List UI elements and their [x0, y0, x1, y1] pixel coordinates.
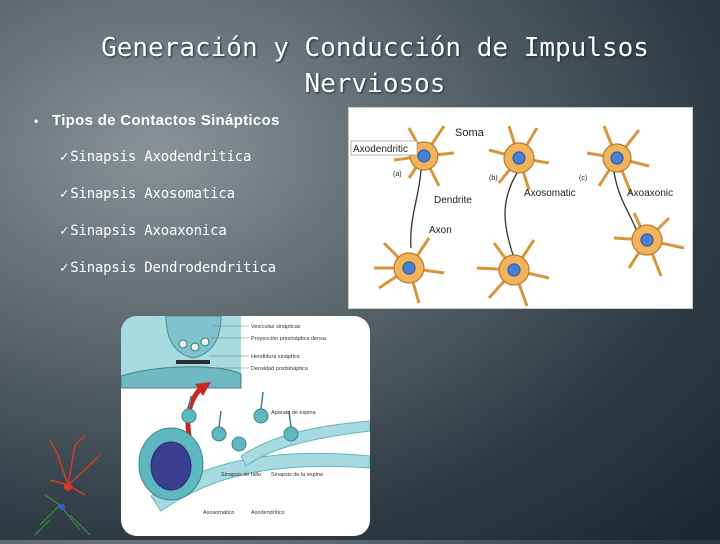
label-b: (b)	[489, 175, 498, 182]
label-axoaxonic: Axoaxonic	[627, 188, 673, 199]
neuron-diagram: Axodendritic Soma (a) (b) (c) Dendrite A…	[348, 107, 693, 309]
legend-vesiculas: Vesículas sinápticas	[251, 324, 301, 330]
synapse-diagram: Vesículas sinápticas Proyección presináp…	[121, 316, 370, 536]
label-axodendritic: Axodendritic	[353, 144, 408, 155]
list-item: ✓Sinapsis Axosomatica	[60, 184, 276, 221]
label-c: (c)	[579, 175, 587, 182]
list-item-text: Sinapsis Dendrodendritica	[70, 260, 276, 276]
label-axosomatic: Axosomatic	[524, 188, 576, 199]
label-espina: Sinapsis de la espina	[271, 472, 324, 478]
nucleus-icon	[150, 441, 192, 491]
checkmark-icon: ✓	[60, 260, 69, 276]
legend-densidad: Densidad postsináptica	[251, 366, 309, 372]
slide-title: Generación y Conducción de Impulsos Nerv…	[101, 33, 649, 99]
list-item-text: Sinapsis Axoaxonica	[70, 223, 227, 239]
list-item: ✓Sinapsis Dendrodendritica	[60, 258, 276, 295]
neuron-bottom-middle	[476, 239, 550, 307]
label-aparato: Aparato de espina	[271, 410, 317, 416]
bullet-heading: • Tipos de Contactos Sinápticos	[34, 112, 280, 129]
label-tallo: Sinapsis de tallo	[221, 472, 261, 478]
checkmark-icon: ✓	[60, 149, 69, 165]
neuron-sparkle-icon	[34, 434, 101, 536]
list-item: ✓Sinapsis Axodendritica	[60, 147, 276, 184]
neuron-top-right	[586, 125, 650, 194]
neuron-bottom-left	[374, 237, 445, 304]
label-axon: Axon	[429, 225, 452, 236]
label-axosomatico: Axosomático	[203, 510, 235, 516]
bullet-dot-icon: •	[34, 114, 39, 128]
list-item-text: Sinapsis Axodendritica	[70, 149, 252, 165]
legend-hendidura: Hendidura sináptica	[251, 354, 301, 360]
checkmark-icon: ✓	[60, 186, 69, 202]
list-item-text: Sinapsis Axosomatica	[70, 186, 235, 202]
bullet-heading-text: Tipos de Contactos Sinápticos	[52, 112, 280, 129]
synapse-diagram-svg: Vesículas sinápticas Proyección presináp…	[121, 316, 370, 516]
list-item: ✓Sinapsis Axoaxonica	[60, 221, 276, 258]
neuron-top-middle	[488, 125, 550, 191]
neuron-sparkle-decoration	[30, 425, 110, 540]
label-soma: Soma	[455, 127, 485, 139]
label-axodendritico: Axodendrítico	[251, 510, 285, 516]
neuron-bottom-right	[613, 212, 685, 277]
synapse-types-list: ✓Sinapsis Axodendritica ✓Sinapsis Axosom…	[60, 147, 276, 295]
neuron-top-left	[393, 125, 455, 187]
label-a: (a)	[393, 171, 402, 178]
legend-proyeccion: Proyección presináptica densa	[251, 336, 327, 342]
checkmark-icon: ✓	[60, 223, 69, 239]
neuron-diagram-svg: Axodendritic Soma (a) (b) (c) Dendrite A…	[350, 125, 685, 307]
label-dendrite: Dendrite	[434, 195, 472, 206]
axodendritic-label-box	[350, 140, 418, 156]
